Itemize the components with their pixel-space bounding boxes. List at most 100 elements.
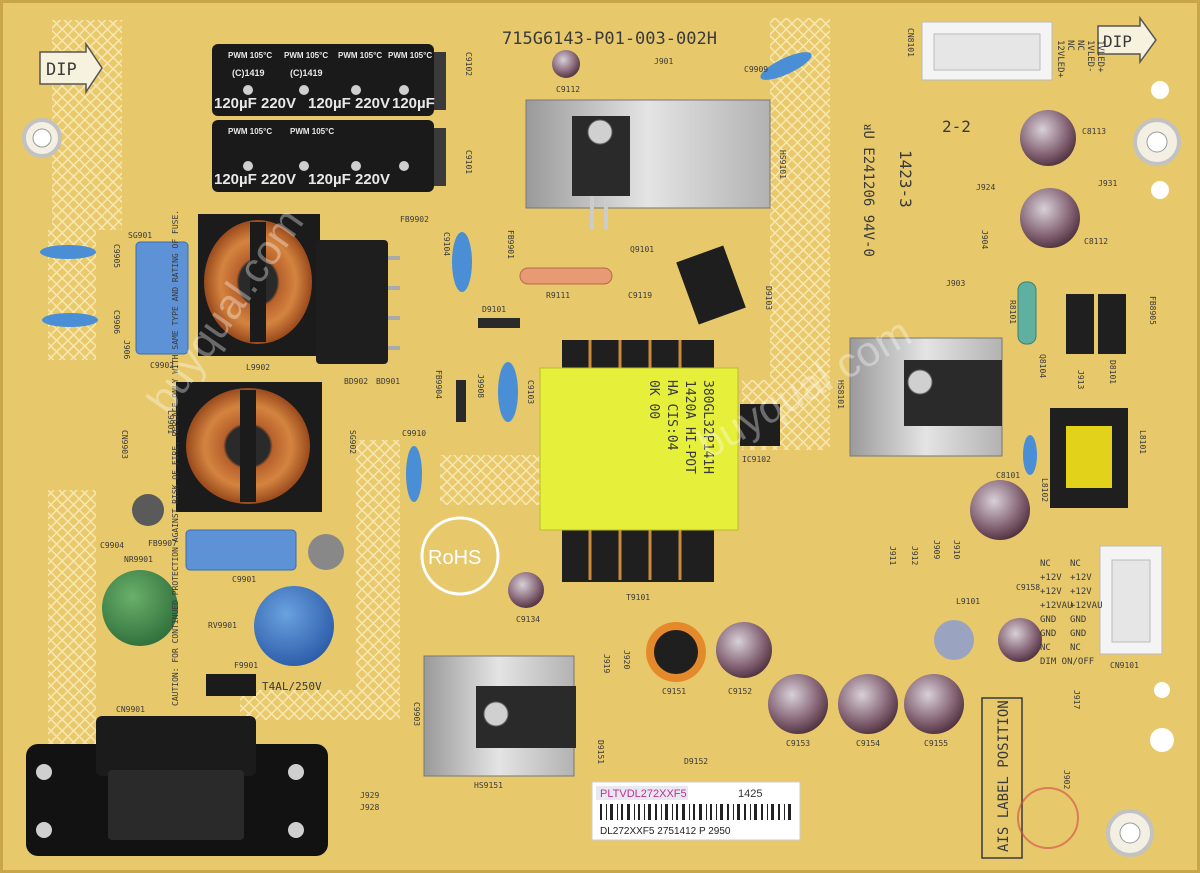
ref-j920: J920 <box>622 650 631 669</box>
ul-marking: ᴚU E241206 94V-0 <box>860 124 876 257</box>
cap-top-text-1: PWM 105°C <box>284 51 328 60</box>
ref-c9158: C9158 <box>1016 583 1040 592</box>
cn9101-pin-7: DIM ON/OFF <box>1040 657 1094 667</box>
ref-c9154: C9154 <box>856 739 880 748</box>
ref-sg902: SG902 <box>348 430 357 454</box>
cap-code-0: (C)1419 <box>232 68 265 78</box>
cap2-top-text-1: PWM 105°C <box>290 127 334 136</box>
ref-d8101: D8101 <box>1108 360 1117 384</box>
ref-fb8905: FB8905 <box>1148 296 1157 325</box>
ref-c9102: C9102 <box>464 52 473 76</box>
cap-top-text-0: PWM 105°C <box>228 51 272 60</box>
emi-choke-l9902 <box>198 214 320 356</box>
ref-c9151: C9151 <box>662 687 686 696</box>
ref-j928: J928 <box>360 803 379 812</box>
cn9101-pinb-6: NC <box>1070 643 1081 653</box>
ac-inlet-cn9901 <box>26 716 328 856</box>
ref-j924: J924 <box>976 183 995 192</box>
mounting-holes <box>22 81 1181 857</box>
dip-arrow-left: DIP <box>39 41 103 95</box>
ref-f9901: F9901 <box>234 661 258 670</box>
ref-fb9904: FB9904 <box>434 370 443 399</box>
cap-rating-1: 120µF 220V <box>308 95 390 112</box>
transformer-t9101: 380GL32P141H 1420A HI-POT HA CIS:04 0K 0… <box>539 340 739 582</box>
ref-fb9902: FB9902 <box>400 215 429 224</box>
ref-d9103: D9103 <box>764 286 773 310</box>
ref-j909: J909 <box>932 540 941 559</box>
resistors-diodes <box>456 245 1126 446</box>
cap2-rating-0: 120µF 220V <box>214 171 296 188</box>
ref-r9111: R9111 <box>546 291 570 300</box>
fuse-f9901 <box>206 674 256 696</box>
ref-l9101: L9101 <box>956 597 980 606</box>
svg-text:AIS LABEL POSITION: AIS LABEL POSITION <box>996 700 1012 852</box>
ref-c9901: C9901 <box>232 575 256 584</box>
ref-j906: J906 <box>122 340 131 359</box>
transformer-line-1: 1420A HI-POT <box>682 380 697 474</box>
ref-j929: J929 <box>360 791 379 800</box>
barcode-sticker: PLTVDL272XXF5 1425 DL272XXF5 2751412 P 2… <box>591 781 801 841</box>
ref-d9152: D9152 <box>684 757 708 766</box>
ref-c9909: C9909 <box>744 65 768 74</box>
ref-j901: J901 <box>654 57 673 66</box>
bulk-capacitors: PWM 105°C PWM 105°C PWM 105°C PWM 105°C … <box>212 44 446 192</box>
cn9101-pin-1: +12V <box>1040 573 1062 583</box>
ref-c9904: C9904 <box>100 541 124 550</box>
svg-text:DIP: DIP <box>1103 32 1132 51</box>
ref-d9151: D9151 <box>596 740 605 764</box>
thermistor-nr9901 <box>102 570 178 646</box>
ref-sg901: SG901 <box>128 231 152 240</box>
cn9101-pinb-2: +12V <box>1070 587 1092 597</box>
ref-hs8101: HS8101 <box>836 380 845 409</box>
cn8101-pin-labels: 12VLED+ NC NC 1VLED- 1VLED+ <box>1055 40 1105 79</box>
ref-c9134: C9134 <box>516 615 540 624</box>
ref-j913: J913 <box>1076 370 1085 389</box>
inspection-stamp <box>1017 787 1079 849</box>
ref-j903: J903 <box>946 279 965 288</box>
ref-q8104: Q8104 <box>1038 354 1047 378</box>
connector-cn9101 <box>1099 545 1163 655</box>
reference-designators: C9102 C9101 J901 C9112 C9909 CN8101 HS91… <box>100 28 1157 812</box>
cn8101-pin-1: NC <box>1065 40 1075 51</box>
cn9101-pinb-4: GND <box>1070 615 1086 625</box>
ref-hs9151: HS9151 <box>474 781 503 790</box>
date-code: 1423-3 <box>896 150 915 208</box>
cn9101-pin-5: GND <box>1040 629 1056 639</box>
ref-c9153: C9153 <box>786 739 810 748</box>
ref-cn9901: CN9901 <box>116 705 145 714</box>
ref-j911: J911 <box>888 546 897 565</box>
cn9101-pin-labels: NC +12V +12V +12VAU GND GND NC DIM ON/OF… <box>1040 559 1103 667</box>
cn8101-pin-3: 1VLED- <box>1085 40 1095 73</box>
ref-c9910: C9910 <box>402 429 426 438</box>
ref-cn9101: CN9101 <box>1110 661 1139 670</box>
ref-j9908: J9908 <box>476 374 485 398</box>
ref-bd901: BD901 <box>376 377 400 386</box>
ref-c9103: C9103 <box>526 380 535 404</box>
ref-c8112: C8112 <box>1084 237 1108 246</box>
emi-choke-l9901 <box>176 382 322 512</box>
fuse-caution-text: CAUTION: FOR CONTINUED PROTECTION AGAINS… <box>171 210 180 706</box>
ref-j910: J910 <box>952 540 961 559</box>
ref-j904: J904 <box>980 230 989 249</box>
transformer-line-0: 380GL32P141H <box>700 380 715 474</box>
cap-rating-0: 120µF 220V <box>214 95 296 112</box>
ref-cn8101: CN8101 <box>906 28 915 57</box>
ref-l9902: L9902 <box>246 363 270 372</box>
ref-ic9102: IC9102 <box>742 455 771 464</box>
ref-c9155: C9155 <box>924 739 948 748</box>
cn9101-pinb-1: +12V <box>1070 573 1092 583</box>
ref-c9152: C9152 <box>728 687 752 696</box>
dip-arrow-right: DIP <box>1097 15 1157 65</box>
svg-text:DIP: DIP <box>46 60 77 80</box>
cap-code-1: (C)1419 <box>290 68 323 78</box>
varistor-rv9901 <box>254 586 334 666</box>
ref-j912: J912 <box>910 546 919 565</box>
bridge-rectifier <box>316 240 400 364</box>
cn8101-pin-2: NC <box>1075 40 1085 51</box>
x-capacitor-c9901 <box>185 529 297 571</box>
inductor-l8101 <box>1050 408 1128 508</box>
ref-d9101: D9101 <box>482 305 506 314</box>
ref-cn9903: CN9903 <box>120 430 129 459</box>
ref-c9101: C9101 <box>464 150 473 174</box>
